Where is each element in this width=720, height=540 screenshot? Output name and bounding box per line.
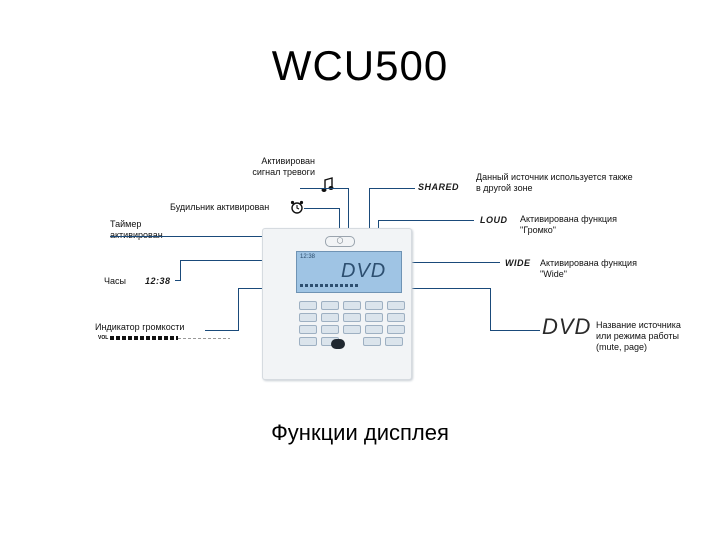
lcd-time: 12:38 [300,254,316,260]
button-row-3 [299,325,405,334]
label-alarm-clock: Будильник активирован [170,202,270,212]
wide-indicator: WIDE [505,258,531,268]
label-loud: Активирована функция "Громко" [520,214,617,235]
leader-alarm-h [300,188,348,189]
device-button[interactable] [365,325,383,334]
leader-source-h1 [410,288,490,289]
label-volume: Индикатор громкости [95,322,185,332]
alarm-clock-icon [290,200,304,214]
label-timer: Таймер активирован [110,219,163,240]
device-button[interactable] [299,337,317,346]
label-wide: Активирована функция "Wide" [540,258,637,279]
leader-timer-h [110,236,330,237]
label-source-name: Название источника или режима работы (mu… [596,320,681,352]
button-row-2 [299,313,405,322]
leader-shared-v [369,188,370,258]
device-button[interactable] [387,301,405,310]
page-subtitle: Функции дисплея [271,420,449,445]
device-button[interactable] [343,301,361,310]
lcd-volume-bar [300,284,360,287]
volume-bar-filled [110,336,178,340]
device-button[interactable] [387,313,405,322]
label-shared: Данный источник используется также в дру… [476,172,633,193]
device-button[interactable] [299,301,317,310]
device-button[interactable] [365,301,383,310]
lcd-source: DVD [341,260,387,282]
vol-text: VOL [98,335,109,341]
volume-bar-empty [178,338,230,339]
device-button[interactable] [365,313,383,322]
leader-alarm-v [348,188,349,258]
leader-volume-v [238,288,239,330]
leader-loud-h [378,220,474,221]
device-button[interactable] [321,301,339,310]
device-logo: ◯ [325,236,355,247]
lcd-display: 12:38 DVD [296,251,402,293]
leader-clock-h2 [175,280,181,281]
page-title: WCU500 [271,42,449,89]
loud-indicator: LOUD [480,215,508,225]
leader-clock-h1 [180,260,302,261]
wcu500-device: ◯ 12:38 DVD [262,228,412,380]
leader-wide-h [398,262,500,263]
device-button[interactable] [299,325,317,334]
music-note-icon [321,177,334,192]
button-row-4 [299,337,403,346]
device-button[interactable] [321,313,339,322]
device-button[interactable] [363,337,381,346]
device-button[interactable] [299,313,317,322]
leader-shared-h [369,188,415,189]
label-clock: Часы [104,276,126,286]
device-button[interactable] [343,325,361,334]
shared-indicator: SHARED [418,182,460,192]
clock-indicator: 12:38 [145,276,171,286]
leader-volume-h2 [205,330,239,331]
device-button[interactable] [387,325,405,334]
device-button[interactable] [321,325,339,334]
device-button[interactable] [343,313,361,322]
leader-source-v [490,288,491,330]
power-button[interactable] [331,339,345,349]
source-name-indicator: DVD [542,314,592,339]
device-button[interactable] [385,337,403,346]
label-alarm-active: Активирован сигнал тревоги [252,156,315,177]
leader-alarmclock-h [304,208,339,209]
button-row-1 [299,301,405,310]
leader-clock-v [180,260,181,280]
leader-source-h2 [490,330,540,331]
